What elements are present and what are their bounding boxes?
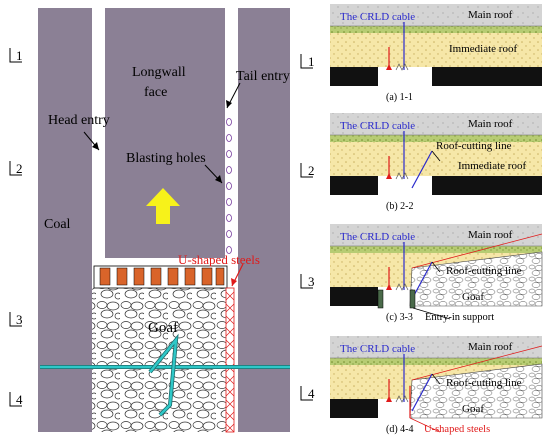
goaf-area <box>409 363 543 419</box>
entry-in-support-label: Entry-in support <box>425 312 494 323</box>
crld-cable-icon <box>40 333 290 417</box>
section-label-4: 4 <box>16 392 23 407</box>
entry-opening <box>378 67 432 86</box>
green-band-layer <box>330 26 542 33</box>
goaf-label: Goaf <box>462 403 484 415</box>
green-band-layer <box>330 358 542 365</box>
advance-arrow-icon <box>146 188 180 224</box>
immediate-roof-label: Immediate roof <box>458 160 526 172</box>
entry-in-support <box>377 289 384 309</box>
crld-cable-label: The CRLD cable <box>340 343 415 355</box>
section-marker <box>300 274 313 289</box>
roof-cutting-line <box>411 373 433 412</box>
goaf-label: Goaf <box>462 291 484 303</box>
blasting-holes-label: Blasting holes <box>126 151 206 166</box>
coal-seam-left <box>330 67 378 86</box>
section-marker-label: 2 <box>308 163 315 178</box>
section-marker-label: 1 <box>308 54 315 69</box>
longwall-label-line1: Longwall <box>132 65 186 80</box>
u-shaped-steel-column <box>225 287 235 433</box>
coal-seam-left <box>330 399 378 418</box>
immediate-roof-label: Immediate roof <box>449 43 517 55</box>
entry-opening <box>378 176 432 195</box>
section-marker <box>300 163 313 178</box>
coal-seam-right <box>432 67 542 86</box>
immediate-roof-layer <box>330 33 542 67</box>
section-marker-label: 3 <box>308 274 315 289</box>
head-entry-label: Head entry <box>48 113 110 128</box>
coal-seam-right <box>432 176 542 195</box>
main-roof-layer <box>330 336 542 358</box>
roof-cutting-line-label: Roof-cutting line <box>446 265 522 277</box>
goaf-label: Goaf <box>148 320 178 336</box>
panel-caption: (d) 4-4 <box>386 424 414 435</box>
main-roof-label: Main roof <box>468 229 513 241</box>
roof-cutting-line <box>411 261 433 300</box>
panel-caption: (c) 3-3 <box>386 312 413 323</box>
coal-label: Coal <box>44 217 71 232</box>
coal-seam-left <box>330 176 378 195</box>
immediate-roof-layer <box>330 142 542 176</box>
crld-cable-label: The CRLD cable <box>340 11 415 23</box>
main-roof-layer <box>330 224 542 246</box>
main-roof-label: Main roof <box>468 341 513 353</box>
panel-caption: (b) 2-2 <box>386 201 414 212</box>
crld-cable-label: The CRLD cable <box>340 120 415 132</box>
main-roof-layer <box>330 4 542 26</box>
longwall-label-line2: face <box>144 85 167 100</box>
coal-right-pillar <box>238 8 290 432</box>
main-roof-layer <box>330 113 542 135</box>
green-band-layer <box>330 246 542 253</box>
section-label-1: 1 <box>16 48 23 63</box>
pointer-arrows <box>83 82 244 287</box>
section-marker <box>300 386 313 401</box>
coal-left-pillar <box>38 8 92 432</box>
blasting-holes <box>226 118 232 254</box>
u-shaped-steels-label: U-shaped steels <box>178 252 260 267</box>
section-marker <box>300 54 313 69</box>
panel-caption: (a) 1-1 <box>386 92 413 103</box>
coal-seam-left <box>330 287 378 306</box>
hydraulic-supports <box>93 265 228 289</box>
section-label-3: 3 <box>16 312 23 327</box>
section-marker-label: 4 <box>308 386 315 401</box>
roof-cutting-line-label: Roof-cutting line <box>436 140 512 152</box>
main-roof-label: Main roof <box>468 118 513 130</box>
crld-cable-label: The CRLD cable <box>340 231 415 243</box>
tail-entry-label: Tail entry <box>236 69 290 84</box>
u-shaped-steels-label: U-shaped steels <box>424 424 490 435</box>
plan-view: 1 2 3 4 Coal Longwall face Tail entry He… <box>9 8 290 433</box>
green-band-layer <box>330 135 542 142</box>
roof-cutting-line-label: Roof-cutting line <box>446 377 522 389</box>
roof-cutting-line <box>411 150 433 189</box>
section-markers: 1 2 3 4 <box>9 48 23 407</box>
main-roof-label: Main roof <box>468 9 513 21</box>
section-label-2: 2 <box>16 161 23 176</box>
